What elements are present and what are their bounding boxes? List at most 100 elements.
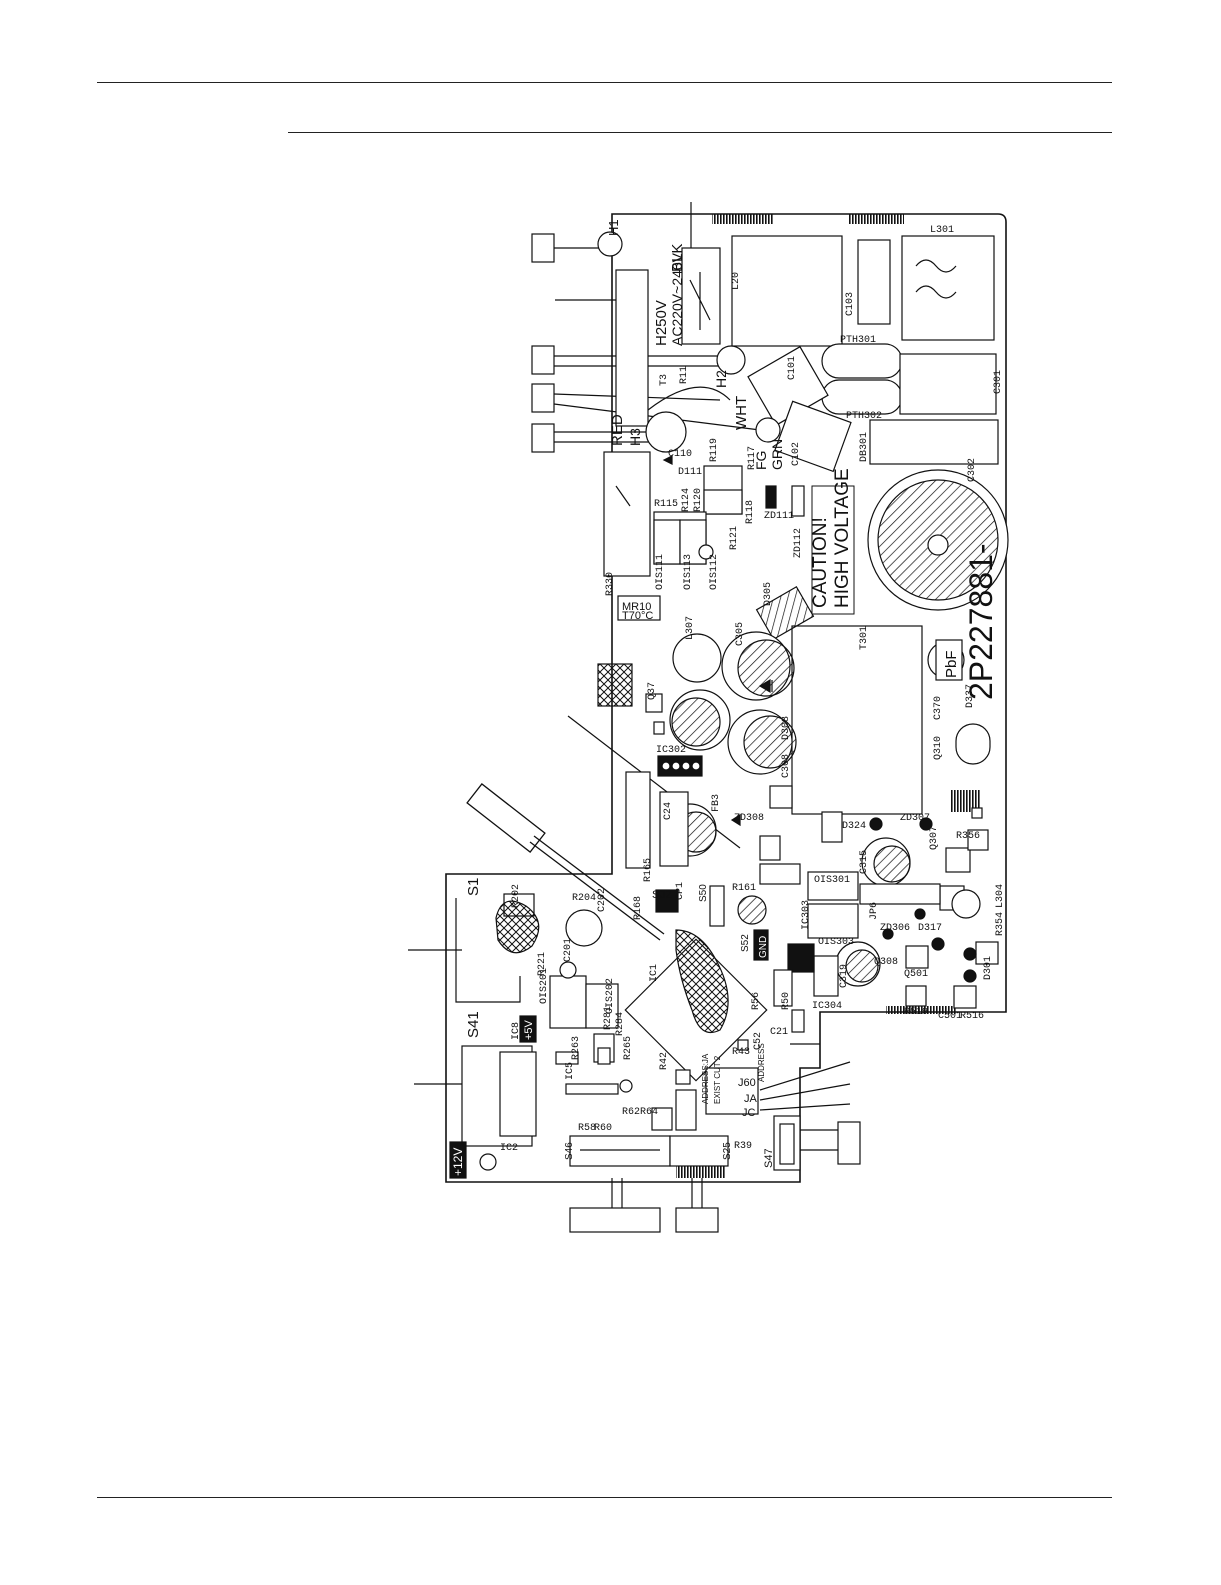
ref-ref-ois202: OIS202: [605, 978, 616, 1014]
ref-ref-c110: C110: [668, 449, 692, 460]
ref-ref-c315: C315: [859, 850, 870, 874]
ois202: [585, 983, 619, 1029]
ref-ref-r354: R354: [995, 912, 1006, 936]
conn-s25-label: S25: [722, 1142, 733, 1160]
cap-l307: [672, 633, 722, 683]
ref-ref-r60: R60: [594, 1123, 612, 1134]
cap-c102: [774, 400, 852, 473]
ref-ref-d324: D324: [842, 821, 866, 832]
ref-ref-d301: D301: [983, 956, 994, 980]
conn-s46: [569, 1135, 671, 1167]
ref-ref-r118: R118: [745, 500, 756, 524]
thermistor-pth302: [821, 379, 903, 415]
ref-ref-c305: C305: [735, 622, 746, 646]
hatched-ic1: [675, 929, 729, 1034]
ref-ref-r120: R120: [693, 488, 704, 512]
ref-ref-r50: R50: [781, 992, 792, 1010]
ref-ref-c319: C319: [839, 964, 850, 988]
ref-ref-r161: R161: [732, 883, 756, 894]
ref-ref-pth301: PTH301: [840, 335, 876, 346]
wire-wht: WHT: [733, 396, 750, 430]
wire-blk: BLK: [669, 244, 686, 272]
ois201: [549, 975, 587, 1029]
ref-ref-ic302: IC302: [656, 745, 686, 756]
diode-d305: [755, 585, 815, 641]
ref-ref-r115: R115: [654, 499, 678, 510]
ref-ref-r284: R284: [615, 1012, 626, 1036]
silkscreen-labels: 2P227881- CAUTION! HIGH VOLTAGE H250V AC…: [451, 219, 999, 1176]
s50-block: [709, 885, 725, 927]
ref-ref-c308: C308: [781, 754, 792, 778]
volt-5v: +5V: [523, 1019, 535, 1040]
ref-ref-r39: R39: [734, 1141, 752, 1152]
conn-s41-label: S41: [465, 1011, 482, 1038]
s32-block: [655, 889, 679, 913]
ref-ref-c202: C202: [597, 888, 608, 912]
callout-box-7: [675, 1207, 719, 1233]
ref-ref-l304: L304: [995, 884, 1006, 908]
thermal-fuse-rating: T70°C: [622, 610, 653, 622]
ref-ref-r202: R202: [511, 884, 522, 908]
conn-s50-label: S50: [698, 884, 709, 902]
ref-ref-ois201: OIS201: [539, 968, 550, 1004]
ref-ref-c102: C102: [791, 442, 802, 466]
ref-ref-q501: Q501: [904, 969, 928, 980]
edge-strip-5: [950, 790, 980, 812]
ref-ref-c52: C52: [753, 1032, 764, 1050]
addr-box-label: ADDRESS: [757, 1043, 766, 1082]
jumper-j60: J60: [738, 1077, 756, 1089]
q307: [945, 847, 971, 873]
edge-strip-2: [848, 214, 904, 224]
ref-ref-r204: R204: [572, 893, 596, 904]
terminal-h3: [645, 411, 687, 453]
ref-ref-d308: D308: [781, 716, 792, 740]
ref-ref-c370: C370: [933, 696, 944, 720]
marking-block: [597, 663, 633, 707]
terminal-h1: [597, 231, 623, 257]
ref-ref-zd308: ZD308: [734, 813, 764, 824]
ref-ref-r165: R165: [643, 858, 654, 882]
ois111: [653, 519, 681, 565]
relay-ry1: [603, 451, 651, 577]
fuse-holder: [615, 269, 649, 427]
ref-ref-ic304: IC304: [812, 1001, 842, 1012]
address-box: [705, 1067, 759, 1115]
ref-ref-l307: L307: [685, 616, 696, 640]
ref-ref-fb3: FB3: [711, 794, 722, 812]
ref-ref-c201: C201: [563, 938, 574, 962]
footer-rule: [97, 1497, 1112, 1498]
hatched-r161: [737, 895, 767, 925]
ref-ref-r42: R42: [659, 1052, 670, 1070]
ref-ref-r330: R330: [605, 572, 616, 596]
ref-ref-r124: R124: [681, 488, 692, 512]
ref-ref-q307: Q307: [929, 826, 940, 850]
conn-s1-label: S1: [465, 878, 482, 896]
ref-ref-ois112: OIS112: [709, 554, 720, 590]
ref-ref-c103: C103: [845, 292, 856, 316]
term-h3: H3: [627, 428, 643, 446]
volt-12v: +12V: [451, 1148, 465, 1176]
transistor-q310: [955, 723, 991, 765]
ref-ref-c21: C21: [770, 1027, 788, 1038]
ref-ref-d111: D111: [678, 467, 702, 478]
ref-ref-l20: L20: [731, 272, 742, 290]
ref-ref-q37: Q37: [647, 682, 658, 700]
transformer-t301: [791, 625, 923, 815]
connector-s1-outline: [455, 898, 521, 1003]
diode-symbols: [662, 455, 977, 983]
fg-label: FG: [753, 451, 769, 470]
ref-ref-zd112: ZD112: [793, 528, 804, 558]
callout-box-6: [569, 1207, 661, 1233]
ref-ref-r265: R265: [623, 1036, 634, 1060]
warning-line2: HIGH VOLTAGE: [832, 468, 853, 608]
callout-box-1: [531, 233, 555, 263]
header-rule-top: [97, 82, 1112, 83]
ref-ref-q310: Q310: [933, 736, 944, 760]
resistor-r118: [703, 489, 743, 515]
pcb-outline: [445, 213, 1007, 1183]
ref-ref-l301: L301: [930, 225, 954, 236]
callout-box-5: [837, 1121, 861, 1165]
edge-strip-1: [712, 214, 774, 224]
ref-ref-ois111: OIS111: [655, 554, 666, 590]
